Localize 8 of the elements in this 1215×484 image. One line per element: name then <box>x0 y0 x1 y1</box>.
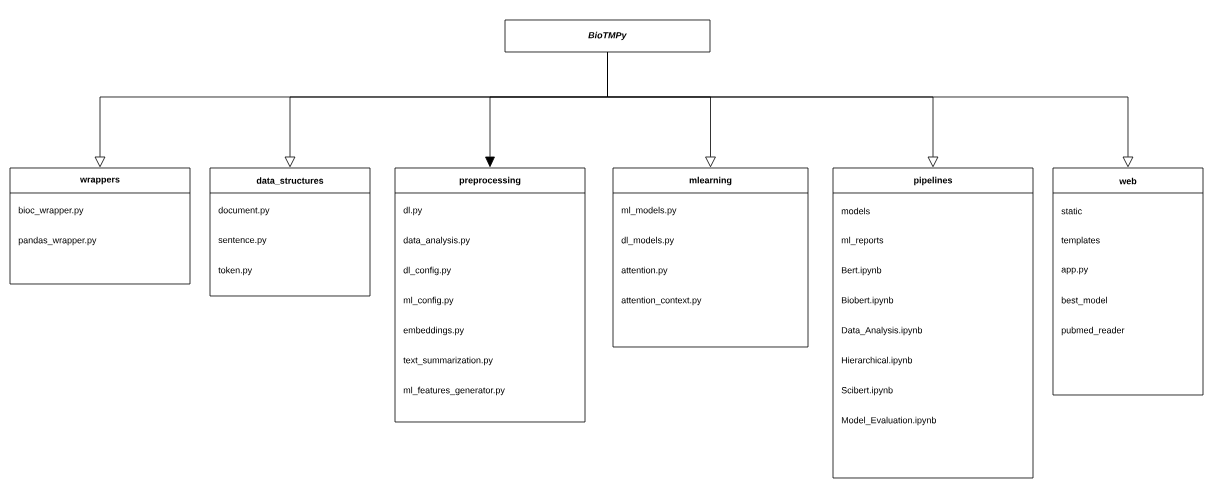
package-box: preprocessing dl.py data_analysis.py dl_config.py ml_config.py embeddings.py text_summarization.py ml_features_generator.py <box>394 167 586 423</box>
package-box: pipelines models ml_reports Bert.ipynb Biobert.ipynb Data_Analysis.ipynb Hierarchical.ipynb Scibert.ipynb Model_Evaluation.ipynb <box>832 167 1034 479</box>
package-box: data_structures document.py sentence.py token.py <box>209 167 371 297</box>
package-box: wrappers bioc_wrapper.py pandas_wrapper.py <box>9 167 191 285</box>
arrow <box>607 52 1134 168</box>
package-box: web static templates app.py best_model pubmed_reader <box>1052 167 1204 396</box>
root-box: BioTMPy <box>504 19 711 53</box>
package-box: mlearning ml_models.py dl_models.py attention.py attention_context.py <box>612 167 809 348</box>
